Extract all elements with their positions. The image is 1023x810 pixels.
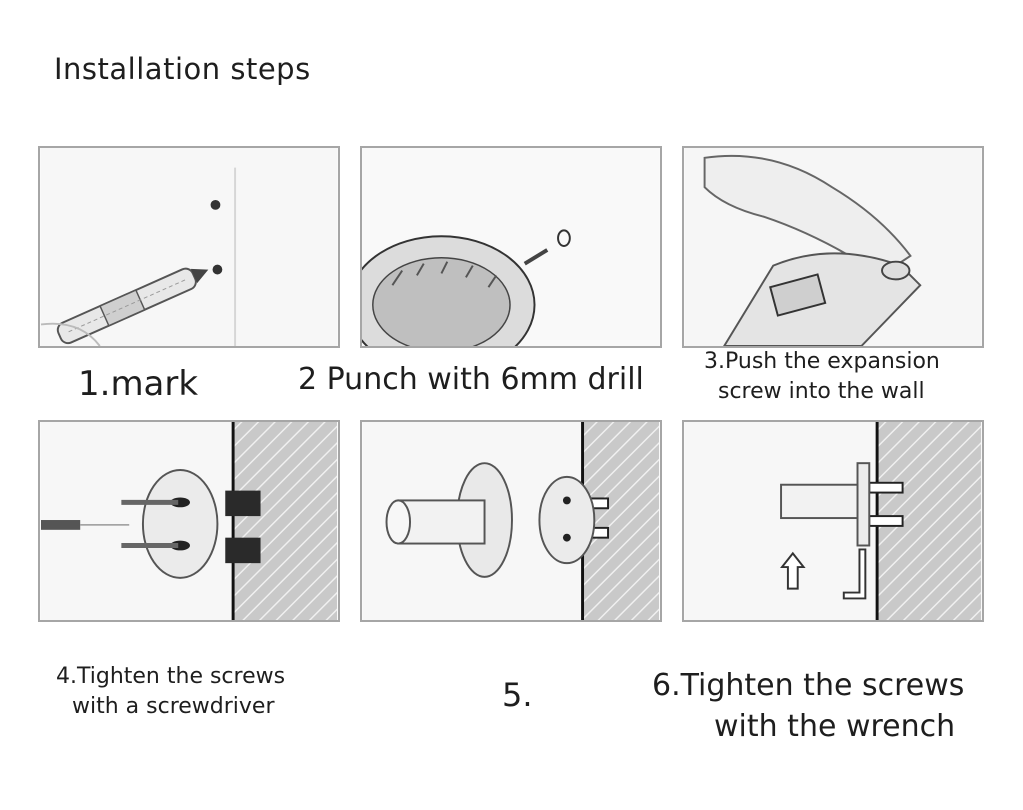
step-4-illustration xyxy=(38,420,340,622)
caption-line: screw into the wall xyxy=(718,378,925,404)
marker-illustration xyxy=(40,148,338,346)
step-5-caption: 5. xyxy=(502,674,533,717)
step-6-caption: 6.Tighten the screws with the wrench xyxy=(652,666,964,747)
step-3-illustration xyxy=(682,146,984,348)
step-1-caption: 1.mark xyxy=(78,362,198,408)
caption-line: 5. xyxy=(502,676,533,714)
wrench-illustration xyxy=(684,422,982,620)
step-5-illustration xyxy=(360,420,662,622)
hook-plate-illustration xyxy=(362,422,660,620)
caption-line: 6.Tighten the screws xyxy=(652,668,965,703)
drill-illustration xyxy=(362,148,660,346)
hand-illustration xyxy=(684,148,982,346)
caption-line: with a screwdriver xyxy=(72,693,275,719)
caption-line: 4.Tighten the screws xyxy=(56,664,286,689)
step-3-caption: 3.Push the expansion screw into the wall xyxy=(704,347,940,406)
step-2-illustration xyxy=(360,146,662,348)
caption-line: 2 Punch with 6mm drill xyxy=(298,362,644,397)
step-1-illustration xyxy=(38,146,340,348)
caption-line: with the wrench xyxy=(714,708,956,744)
page-title: Installation steps xyxy=(54,52,311,86)
step-2-caption: 2 Punch with 6mm drill xyxy=(298,360,644,401)
step-4-caption: 4.Tighten the screws with a screwdriver xyxy=(56,662,285,721)
screwdriver-illustration xyxy=(40,422,338,620)
caption-line: 1.mark xyxy=(78,364,199,404)
caption-line: 3.Push the expansion xyxy=(704,349,940,374)
step-6-illustration xyxy=(682,420,984,622)
